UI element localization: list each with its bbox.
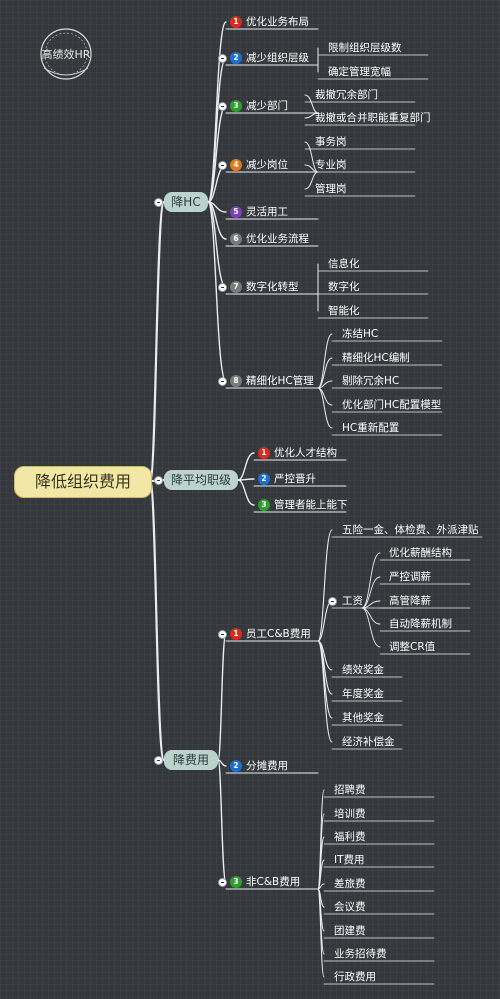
priority-1-icon: 1	[258, 447, 270, 459]
leaf-0-7-1[interactable]: 精细化HC编制	[342, 352, 410, 364]
child-collapse-0-2[interactable]	[217, 101, 227, 111]
logo: 高绩效HR	[28, 24, 104, 88]
logo-ring-icon	[40, 28, 92, 80]
priority-6-icon: 6	[230, 233, 242, 245]
topic-2-2[interactable]: 非C&B费用	[246, 876, 301, 888]
leaf-0-1-1[interactable]: 确定管理宽幅	[328, 66, 391, 78]
subtopic-2-0-5[interactable]: 经济补偿金	[342, 736, 395, 748]
leaf-0-7-0[interactable]: 冻结HC	[342, 328, 379, 340]
leaf-0-6-0[interactable]: 信息化	[328, 258, 360, 270]
subtopic-2-0-3[interactable]: 年度奖金	[342, 688, 384, 700]
priority-2-icon: 2	[230, 52, 242, 64]
leaf-0-3-2[interactable]: 管理岗	[315, 183, 347, 195]
branch-collapse-0[interactable]	[153, 197, 163, 207]
child-collapse-0-1[interactable]	[217, 53, 227, 63]
topic-0-3[interactable]: 减少岗位	[246, 159, 288, 171]
leaf-2-0-1-4[interactable]: 调整CR值	[389, 641, 436, 653]
topic-0-4[interactable]: 灵活用工	[246, 206, 288, 218]
priority-4-icon: 4	[230, 159, 242, 171]
branch-collapse-1[interactable]	[153, 475, 163, 485]
topic-2-1[interactable]: 分摊费用	[246, 760, 288, 772]
leaf-0-1-0[interactable]: 限制组织层级数	[328, 42, 402, 54]
leaf-2-2-0[interactable]: 招聘费	[334, 784, 366, 796]
branch-node-0[interactable]: 降HC	[164, 192, 208, 212]
leaf-0-6-1[interactable]: 数字化	[328, 281, 360, 293]
root-node[interactable]: 降低组织费用	[14, 466, 152, 498]
branch-collapse-2[interactable]	[153, 755, 163, 765]
priority-3-icon: 3	[258, 499, 270, 511]
priority-3-icon: 3	[230, 100, 242, 112]
topic-1-0[interactable]: 优化人才结构	[274, 447, 337, 459]
leaf-2-2-1[interactable]: 培训费	[334, 808, 366, 820]
leaf-0-3-1[interactable]: 专业岗	[315, 159, 347, 171]
leaf-0-3-0[interactable]: 事务岗	[315, 136, 347, 148]
leaf-2-0-1-2[interactable]: 高管降薪	[389, 595, 431, 607]
priority-3-icon: 3	[230, 876, 242, 888]
leaf-2-2-2[interactable]: 福利费	[334, 831, 366, 843]
leaf-2-2-8[interactable]: 行政费用	[334, 971, 376, 983]
subtopic-2-0-4[interactable]: 其他奖金	[342, 712, 384, 724]
subtopic-2-0-0[interactable]: 五险一金、体检费、外派津贴	[342, 524, 479, 536]
leaf-2-2-5[interactable]: 会议费	[334, 901, 366, 913]
leaf-2-0-1-1[interactable]: 严控调薪	[389, 571, 431, 583]
topic-2-0[interactable]: 员工C&B费用	[246, 628, 311, 640]
leaf-0-7-2[interactable]: 剔除冗余HC	[342, 375, 400, 387]
leaf-2-2-6[interactable]: 团建费	[334, 925, 366, 937]
leaf-0-7-4[interactable]: HC重新配置	[342, 422, 400, 434]
subtopic-2-0-2[interactable]: 绩效奖金	[342, 664, 384, 676]
topic-0-6[interactable]: 数字化转型	[246, 281, 299, 293]
topic-0-5[interactable]: 优化业务流程	[246, 233, 309, 245]
topic-1-1[interactable]: 严控晋升	[274, 473, 316, 485]
priority-1-icon: 1	[230, 16, 242, 28]
leaf-0-2-1[interactable]: 裁撤或合并职能重复部门	[315, 112, 431, 124]
priority-1-icon: 1	[230, 628, 242, 640]
child-collapse-0-3[interactable]	[217, 160, 227, 170]
child-collapse-0-7[interactable]	[217, 376, 227, 386]
leaf-2-2-4[interactable]: 差旅费	[334, 878, 366, 890]
leaf-0-7-3[interactable]: 优化部门HC配置模型	[342, 399, 442, 411]
leaf-2-2-3[interactable]: IT费用	[334, 854, 365, 866]
priority-2-icon: 2	[230, 760, 242, 772]
leaf-0-2-0[interactable]: 裁撤冗余部门	[315, 89, 378, 101]
child-collapse-0-6[interactable]	[217, 282, 227, 292]
priority-2-icon: 2	[258, 473, 270, 485]
leaf-2-0-1-0[interactable]: 优化薪酬结构	[389, 547, 452, 559]
topic-0-1[interactable]: 减少组织层级	[246, 52, 309, 64]
priority-5-icon: 5	[230, 206, 242, 218]
topic-1-2[interactable]: 管理者能上能下	[274, 499, 348, 511]
leaf-2-2-7[interactable]: 业务招待费	[334, 948, 387, 960]
topic-0-0[interactable]: 优化业务布局	[246, 16, 309, 28]
branch-node-1[interactable]: 降平均职级	[164, 470, 238, 490]
child-collapse-2-0[interactable]	[217, 629, 227, 639]
subtopic-collapse-1[interactable]	[327, 596, 337, 606]
leaf-0-6-2[interactable]: 智能化	[328, 305, 360, 317]
subtopic-2-0-1[interactable]: 工资	[342, 595, 363, 607]
branch-node-2[interactable]: 降费用	[164, 750, 218, 770]
topic-0-7[interactable]: 精细化HC管理	[246, 375, 314, 387]
child-collapse-2-2[interactable]	[217, 877, 227, 887]
leaf-2-0-1-3[interactable]: 自动降薪机制	[389, 618, 452, 630]
topic-0-2[interactable]: 减少部门	[246, 100, 288, 112]
priority-7-icon: 7	[230, 281, 242, 293]
priority-8-icon: 8	[230, 375, 242, 387]
logo-text: 高绩效HR	[41, 48, 91, 61]
